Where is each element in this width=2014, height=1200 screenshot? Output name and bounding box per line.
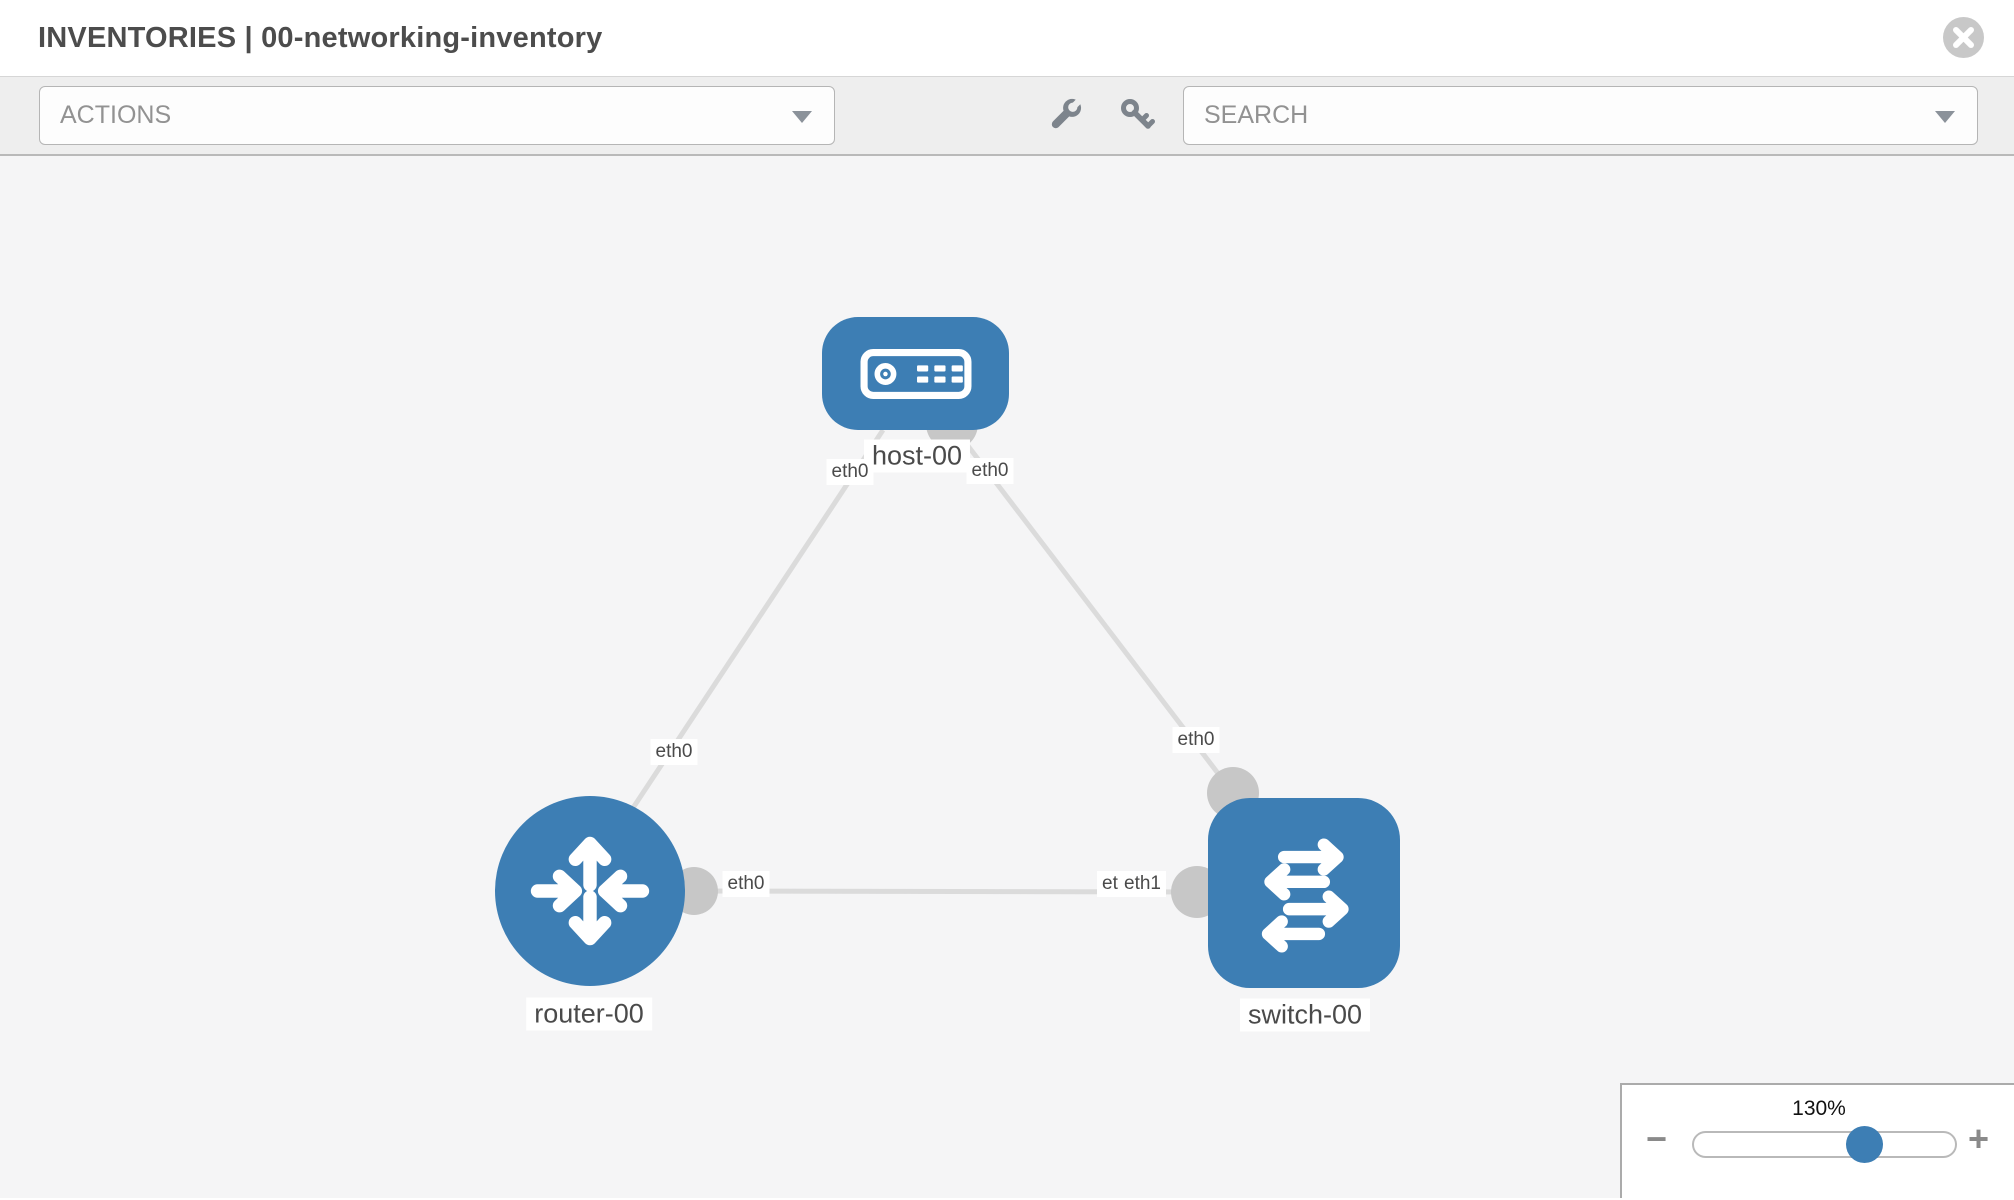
zoom-percentage: 130% [1792, 1097, 1846, 1120]
node-switch-00[interactable] [1208, 798, 1400, 988]
header: INVENTORIES | 00-networking-inventory [0, 0, 2014, 77]
node-host-00[interactable] [822, 317, 1009, 430]
chevron-down-icon [792, 111, 812, 123]
node-label-host: host-00 [863, 439, 971, 473]
chevron-down-icon [1935, 111, 1955, 123]
interface-label: eth0 [966, 458, 1014, 484]
zoom-in-button[interactable]: + [1968, 1118, 1990, 1159]
toolbar: ACTIONS SEARCH [0, 77, 2014, 156]
interface-label: eth1 [1119, 871, 1166, 897]
node-router-00[interactable] [495, 796, 685, 986]
node-label-switch: switch-00 [1239, 998, 1371, 1032]
wrench-icon [1051, 97, 1083, 129]
switch-icon [1261, 838, 1349, 953]
interface-label: eth0 [826, 459, 874, 485]
close-button[interactable] [1943, 17, 1984, 58]
router-icon [530, 836, 650, 946]
zoom-slider-track[interactable] [1692, 1131, 1957, 1158]
actions-dropdown-label: ACTIONS [60, 101, 172, 129]
search-dropdown[interactable]: SEARCH [1183, 86, 1978, 145]
host-icon [860, 348, 971, 399]
key-button[interactable] [1111, 89, 1163, 141]
topology-canvas[interactable]: host-00 router-00 switch-00 eth0 eth0 et… [0, 156, 2014, 1198]
links-layer [622, 398, 1259, 918]
interface-label: eth0 [650, 739, 698, 765]
zoom-control-panel: 130% − + [1620, 1083, 2014, 1198]
close-icon [1953, 27, 1974, 48]
search-dropdown-label: SEARCH [1204, 101, 1309, 129]
actions-dropdown[interactable]: ACTIONS [39, 86, 835, 145]
interface-label: eth0 [722, 871, 770, 897]
configure-button[interactable] [1039, 89, 1091, 141]
key-icon [1121, 99, 1155, 129]
zoom-out-button[interactable]: − [1646, 1118, 1668, 1159]
node-label-router: router-00 [526, 997, 652, 1031]
page-title: INVENTORIES | 00-networking-inventory [38, 22, 603, 54]
interface-label: eth0 [1172, 727, 1220, 753]
zoom-slider-handle[interactable] [1846, 1126, 1883, 1163]
